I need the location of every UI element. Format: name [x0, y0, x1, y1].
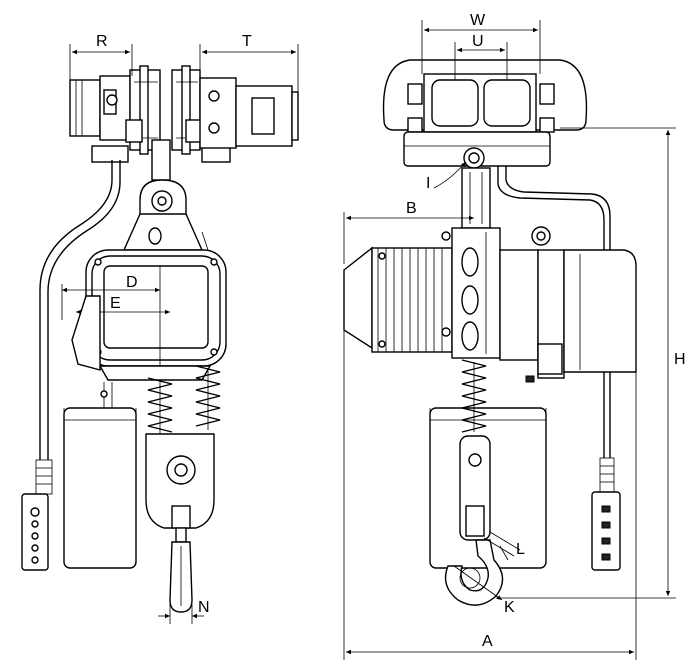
- label-d: D: [126, 274, 138, 291]
- label-b: B: [406, 200, 417, 217]
- label-i: I: [426, 175, 430, 192]
- label-r: R: [96, 33, 108, 50]
- dimension-u: U: [454, 33, 508, 80]
- front-view: W U I B: [343, 12, 686, 660]
- right-housing: [499, 226, 637, 383]
- label-t: T: [242, 33, 252, 50]
- dimension-w: W: [421, 12, 541, 74]
- side-view: R T: [21, 33, 299, 624]
- suspension-link: [461, 167, 491, 229]
- trolley-left-motor: [69, 75, 131, 141]
- hook-side: [169, 527, 193, 613]
- trolley-right-motor: [199, 77, 299, 149]
- label-h: H: [674, 351, 686, 368]
- dimension-t: T: [199, 33, 299, 92]
- shock-springs: [147, 365, 221, 434]
- bottom-block: [145, 433, 215, 529]
- top-suspension: [122, 139, 209, 251]
- label-u: U: [472, 33, 484, 50]
- label-k: K: [504, 599, 515, 616]
- bottom-block-front: [459, 435, 491, 541]
- front-spring: [461, 359, 487, 433]
- hoist-body: [85, 249, 227, 381]
- label-a: A: [482, 633, 493, 650]
- label-n: N: [198, 599, 210, 616]
- trolley-housing: [382, 59, 588, 169]
- chain-container-side: [63, 295, 137, 569]
- dimension-l: L: [483, 531, 525, 558]
- pendant-cable-outer: [47, 160, 121, 460]
- dimension-h: H: [496, 127, 686, 599]
- hoist-motor-fins: [343, 246, 453, 353]
- hook-front: [444, 539, 509, 606]
- dimension-k: K: [453, 565, 515, 616]
- label-e: E: [110, 295, 121, 312]
- central-housing: [441, 227, 501, 359]
- pendant-switch-front: [591, 372, 621, 571]
- dimension-d: D: [61, 274, 160, 320]
- trolley-wheels: [91, 65, 231, 163]
- dimension-a: A: [343, 330, 637, 660]
- label-l: L: [516, 541, 525, 558]
- pendant-cable: [39, 160, 113, 460]
- dimension-n: N: [158, 599, 210, 624]
- label-w: W: [470, 12, 486, 29]
- pendant-switch-side: [21, 459, 53, 571]
- power-cable-outer: [505, 166, 611, 250]
- dimension-i: I: [426, 161, 467, 192]
- dimension-r: R: [69, 33, 133, 80]
- dimension-b: B: [343, 200, 474, 264]
- power-cable: [497, 166, 605, 250]
